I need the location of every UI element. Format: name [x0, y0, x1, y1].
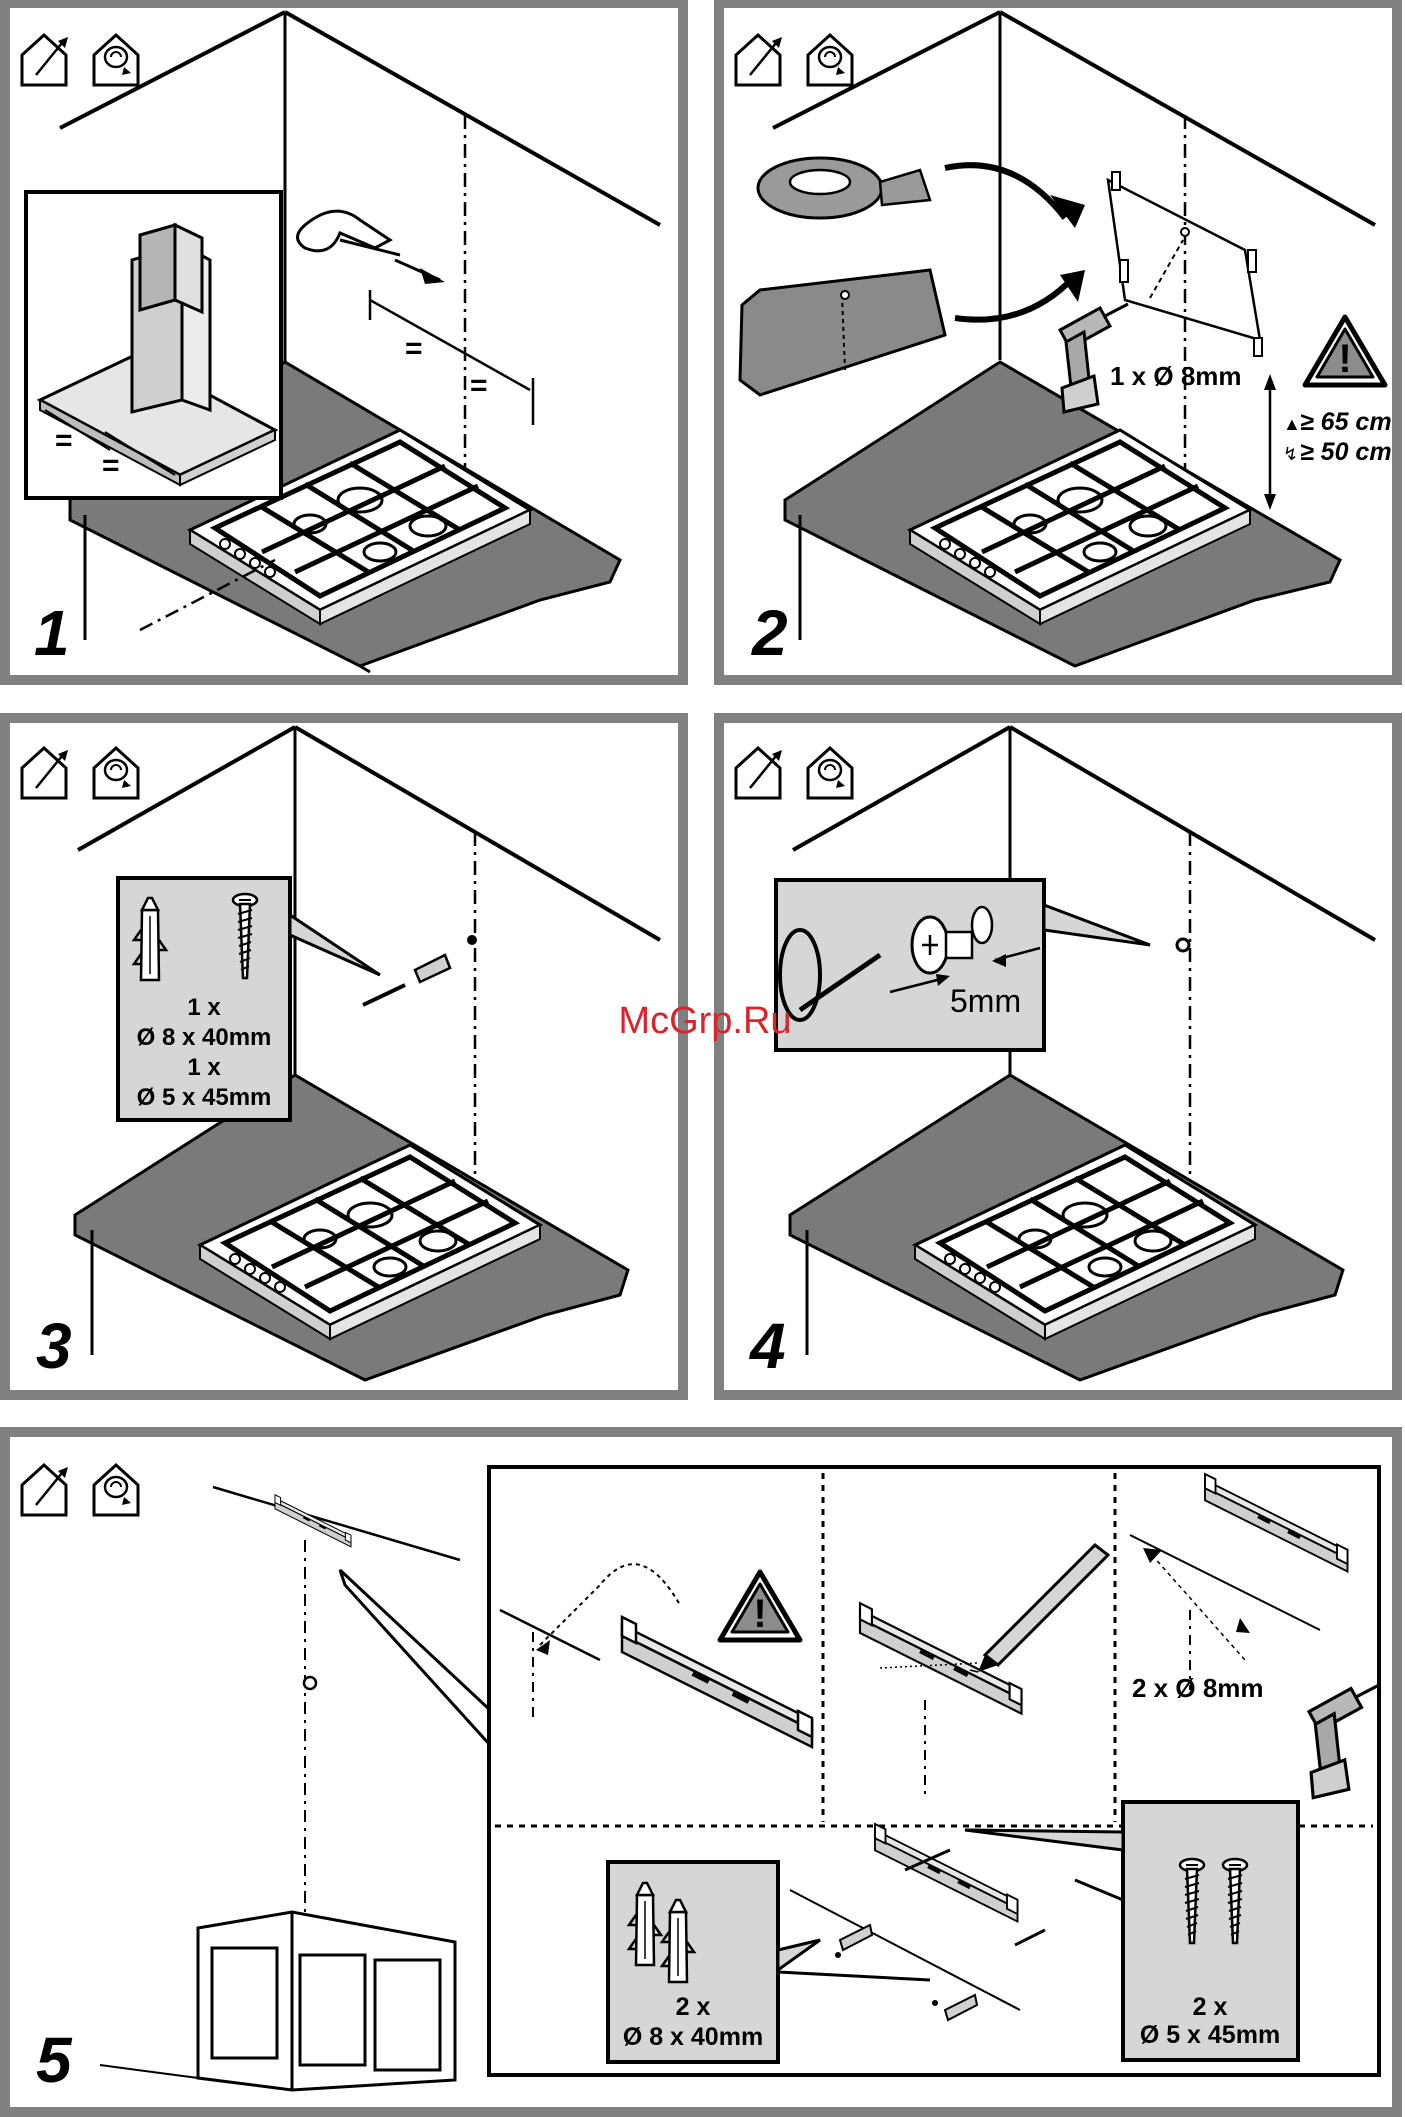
panel-3-scene: 1 x Ø 8 x 40mm 1 x Ø 5 x 45mm 3 [36, 727, 660, 1382]
equal-mark-c: = [405, 332, 423, 365]
recirculation-icon [808, 748, 852, 798]
equal-mark-d: = [470, 369, 488, 402]
panel-4-scene: 5mm 4 [748, 727, 1375, 1382]
step-number-5: 5 [36, 2024, 73, 2096]
warning-mark: ! [1338, 337, 1351, 381]
plug-quantity: 1 x [187, 994, 221, 1021]
bracket-warning-mark: ! [753, 1592, 766, 1636]
panel-2-scene: ! 1 x Ø 8mm ▲ ≥ 65 cm ↯ ≥ 50 cm 2 [740, 12, 1392, 669]
ducted-extraction-icon [22, 748, 68, 798]
step-number-1: 1 [34, 597, 70, 669]
step-number-4: 4 [748, 1310, 786, 1382]
panel-5-scene: 5 ! 2 x Ø 8mm 2 x Ø 8 x 40mm [36, 1467, 1380, 2096]
screws-size: Ø 5 x 45mm [1140, 2021, 1280, 2049]
gas-flame-icon: ▲ [1283, 414, 1301, 434]
plugs-size: Ø 8 x 40mm [623, 2023, 763, 2051]
recirculation-icon [94, 1465, 138, 1515]
step-number-3: 3 [36, 1310, 72, 1382]
ducted-extraction-icon [22, 35, 68, 85]
screws-quantity: 2 x [1193, 1993, 1228, 2021]
ducted-extraction-icon [736, 35, 782, 85]
recirculation-icon [808, 35, 852, 85]
step-number-2: 2 [751, 597, 788, 669]
drill-size-label: 1 x Ø 8mm [1110, 361, 1242, 391]
plug-size: Ø 8 x 40mm [137, 1024, 272, 1051]
equal-mark-b: = [102, 449, 120, 482]
screw-quantity: 1 x [187, 1054, 221, 1081]
recirculation-icon [94, 748, 138, 798]
screw-size: Ø 5 x 45mm [137, 1084, 272, 1111]
watermark: McGrp.Ru [618, 1000, 791, 1042]
ducted-extraction-icon [736, 748, 782, 798]
electric-bolt-icon: ↯ [1283, 444, 1298, 464]
electric-hob-height-label: ≥ 50 cm [1300, 438, 1392, 466]
plugs-quantity: 2 x [676, 1993, 711, 2021]
panel-1-scene: = = = = 1 [26, 12, 660, 672]
gas-hob-height-label: ≥ 65 cm [1300, 408, 1392, 436]
gap-distance-label: 5mm [950, 983, 1021, 1019]
ducted-extraction-icon [22, 1465, 68, 1515]
bracket-drill-size: 2 x Ø 8mm [1132, 1673, 1264, 1703]
recirculation-icon [94, 35, 138, 85]
equal-mark-a: = [55, 424, 73, 457]
